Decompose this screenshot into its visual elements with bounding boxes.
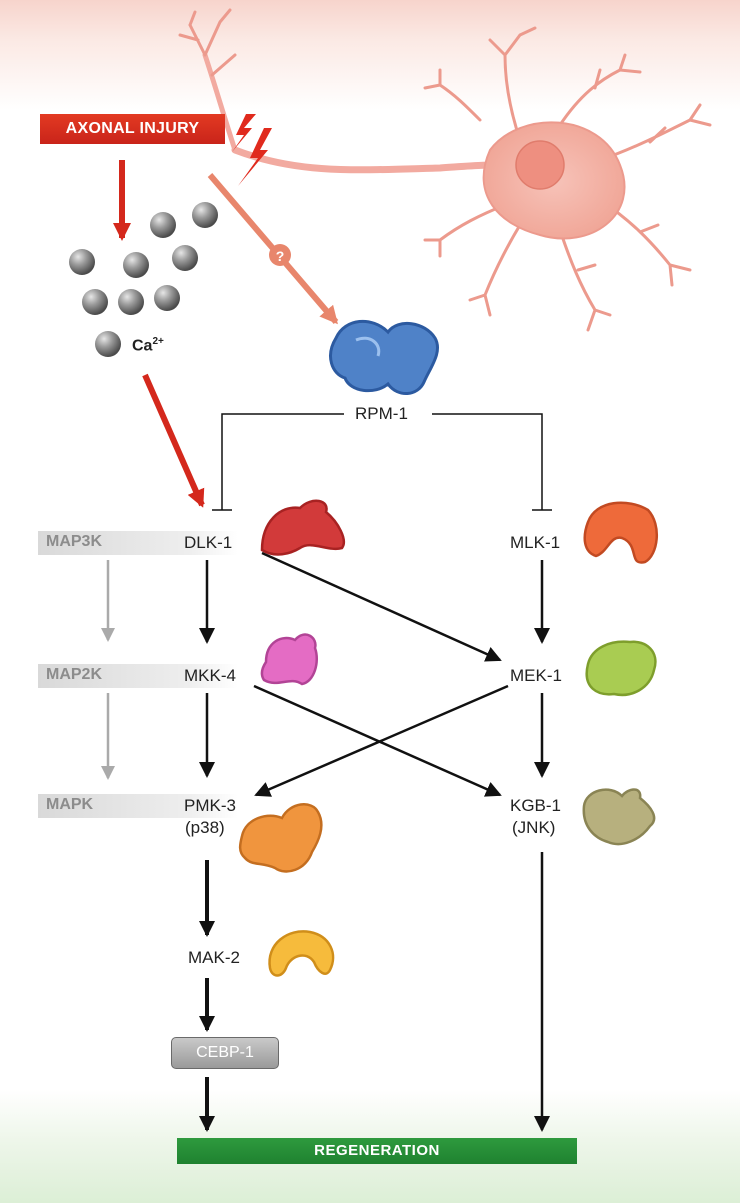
arrow-dlk1-mek1 [261, 551, 502, 662]
calcium-label: Ca2+ [132, 336, 164, 355]
node-mlk1: MLK-1 [510, 533, 561, 552]
node-pmk3-alias: (p38) [185, 818, 225, 837]
neuron-illustration [178, 8, 712, 332]
node-rpm1: RPM-1 [355, 404, 408, 423]
lightning-icon [232, 114, 256, 152]
kgb1-protein-shape [582, 788, 656, 846]
lightning-icon-2 [238, 128, 272, 186]
regeneration-bar: REGENERATION [177, 1138, 577, 1164]
node-mkk4: MKK-4 [184, 666, 236, 685]
mek1-protein-shape [585, 640, 657, 697]
level-bar-mapk: MAPK [38, 794, 238, 818]
arrow-calcium-to-dlk1 [142, 373, 205, 508]
rpm1-protein-shape [329, 319, 439, 395]
level-label-mapk: MAPK [46, 796, 94, 813]
arrow-mek1-pmk3 [254, 684, 509, 797]
level-bar-map2k: MAP2K [38, 664, 238, 688]
calcium-symbol: Ca [132, 337, 153, 355]
neuron-nucleus [515, 140, 565, 190]
node-cebp1: CEBP-1 [171, 1037, 279, 1069]
axonal-injury-label: AXONAL INJURY [40, 114, 225, 144]
rpm1-inhibition-lines [212, 413, 552, 511]
node-pmk3: PMK-3 [184, 796, 236, 815]
level-label-map3k: MAP3K [46, 533, 103, 550]
question-mark: ? [276, 248, 285, 264]
mkk4-protein-shape [260, 633, 319, 686]
calcium-charge: 2+ [152, 336, 164, 347]
arrow-mkk4-kgb1 [253, 684, 502, 797]
mak2-protein-shape [268, 930, 335, 977]
node-mak2: MAK-2 [188, 948, 240, 967]
level-bar-map3k: MAP3K [38, 531, 238, 555]
node-mek1: MEK-1 [510, 666, 562, 685]
level-label-map2k: MAP2K [46, 666, 103, 683]
node-kgb1: KGB-1 [510, 796, 562, 815]
dlk1-protein-shape [260, 499, 345, 556]
node-dlk1: DLK-1 [184, 533, 233, 552]
pmk3-protein-shape [238, 803, 323, 873]
question-bubble [269, 244, 291, 266]
node-kgb1-alias: (JNK) [512, 818, 556, 837]
mlk1-protein-shape [583, 501, 659, 564]
calcium-ions [69, 202, 218, 357]
